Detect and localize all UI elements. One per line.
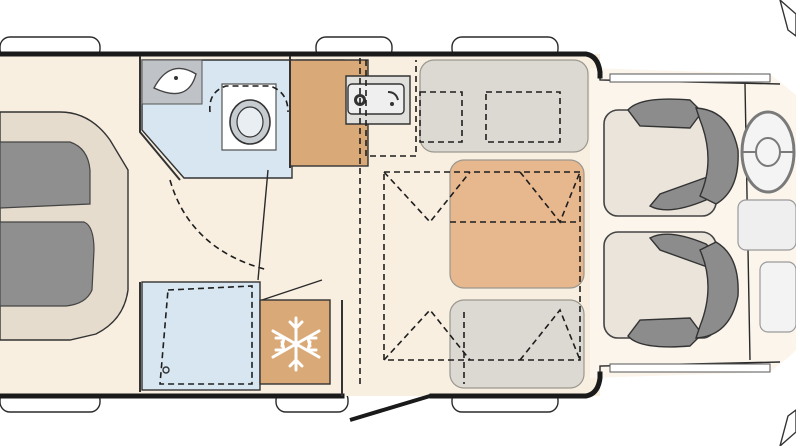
dashboard-console bbox=[759, 261, 796, 333]
cab bbox=[590, 0, 796, 446]
dashboard-panel bbox=[737, 199, 796, 251]
fridge bbox=[259, 299, 331, 385]
dinette bbox=[359, 58, 589, 389]
door-swing-washroom bbox=[169, 179, 269, 271]
rear-bed bbox=[0, 111, 129, 341]
shower bbox=[141, 281, 261, 391]
cooktop-icon bbox=[347, 83, 405, 115]
walls bbox=[0, 51, 603, 399]
washbasin-icon bbox=[153, 67, 197, 95]
entrance-door bbox=[349, 394, 431, 422]
steering-wheel-icon bbox=[740, 110, 796, 194]
kitchen bbox=[289, 59, 417, 167]
snowflake-icon bbox=[271, 316, 321, 372]
passenger-seat bbox=[603, 231, 739, 348]
toilet-icon bbox=[221, 83, 277, 151]
driver-seat bbox=[603, 98, 739, 217]
